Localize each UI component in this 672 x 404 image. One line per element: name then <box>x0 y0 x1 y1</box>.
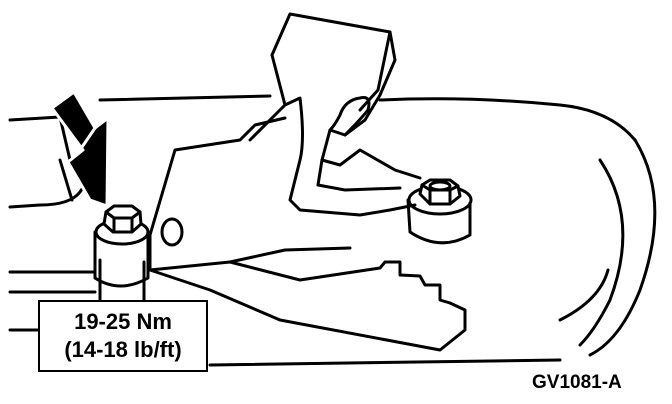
torque-metric: 19-25 Nm <box>74 309 172 334</box>
torque-callout: 19-25 Nm (14-18 lb/ft) <box>38 300 208 372</box>
left-bolt <box>93 204 150 302</box>
right-bolt <box>406 178 473 245</box>
cover-outline <box>208 97 657 367</box>
lower-plate <box>148 116 467 352</box>
figure-id: GV1081-A <box>532 372 622 393</box>
upper-bracket <box>248 12 422 217</box>
torque-imperial: (14-18 lb/ft) <box>64 337 182 362</box>
arrow-down-right-icon <box>50 90 110 208</box>
